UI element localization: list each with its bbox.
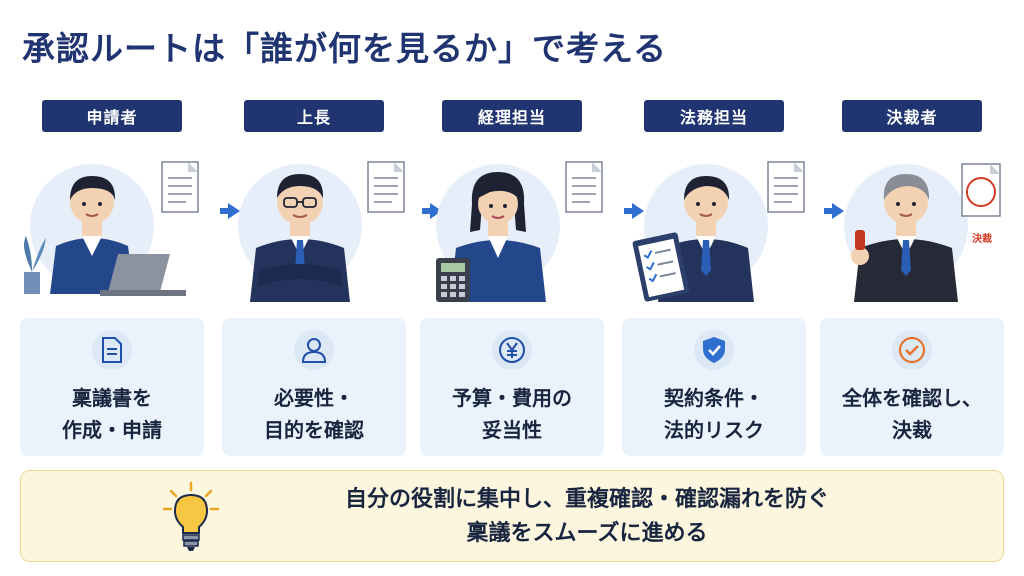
- role-accounting: 経理担当: [420, 100, 604, 314]
- document-icon: [92, 330, 132, 370]
- role-description: 全体を確認し、決裁: [842, 386, 982, 442]
- role-card-accounting: 予算・費用の妥当性: [420, 318, 604, 456]
- role-tag: 経理担当: [442, 100, 582, 132]
- applicant-illustration: [24, 161, 199, 296]
- flow-arrow-icon: [624, 203, 644, 219]
- role-card-applicant: 稟議書を作成・申請: [20, 318, 204, 456]
- role-tag: 法務担当: [644, 100, 784, 132]
- page-title: 承認ルートは「誰が何を見るか」で考える: [22, 29, 668, 68]
- role-tag: 決裁者: [842, 100, 982, 132]
- role-applicant: 申請者: [20, 100, 204, 314]
- flow-arrow-icon: [824, 203, 844, 219]
- check-circle-icon: [892, 330, 932, 370]
- person-icon: [294, 330, 334, 370]
- role-card-legal: 契約条件・法的リスク: [622, 318, 806, 456]
- yen-icon: [492, 330, 532, 370]
- shield-check-icon: [694, 330, 734, 370]
- role-tag: 上長: [244, 100, 384, 132]
- role-card-approver: 全体を確認し、決裁: [820, 318, 1004, 456]
- supervisor-illustration: [238, 161, 405, 302]
- role-card-supervisor: 必要性・目的を確認: [222, 318, 406, 456]
- legal-illustration: [632, 161, 805, 302]
- approver-illustration: [844, 163, 1001, 302]
- role-supervisor: 上長: [222, 100, 406, 314]
- role-description: 必要性・目的を確認: [264, 386, 364, 442]
- flow-arrow-icon: [220, 203, 240, 219]
- role-description: 予算・費用の妥当性: [452, 386, 572, 442]
- approval-stamp-label: 決裁: [972, 234, 992, 245]
- role-description: 契約条件・法的リスク: [664, 386, 764, 442]
- summary-banner: 自分の役割に集中し、重複確認・確認漏れを防ぐ 稟議をスムーズに進める: [20, 470, 1004, 562]
- lightbulb-icon: [162, 481, 220, 551]
- summary-text: 自分の役割に集中し、重複確認・確認漏れを防ぐ 稟議をスムーズに進める: [344, 487, 829, 546]
- accounting-illustration: [436, 161, 603, 302]
- role-approver: 決裁者 決裁: [820, 100, 1004, 314]
- role-description: 稟議書を作成・申請: [62, 386, 162, 442]
- role-legal: 法務担当: [622, 100, 806, 314]
- role-tag: 申請者: [42, 100, 182, 132]
